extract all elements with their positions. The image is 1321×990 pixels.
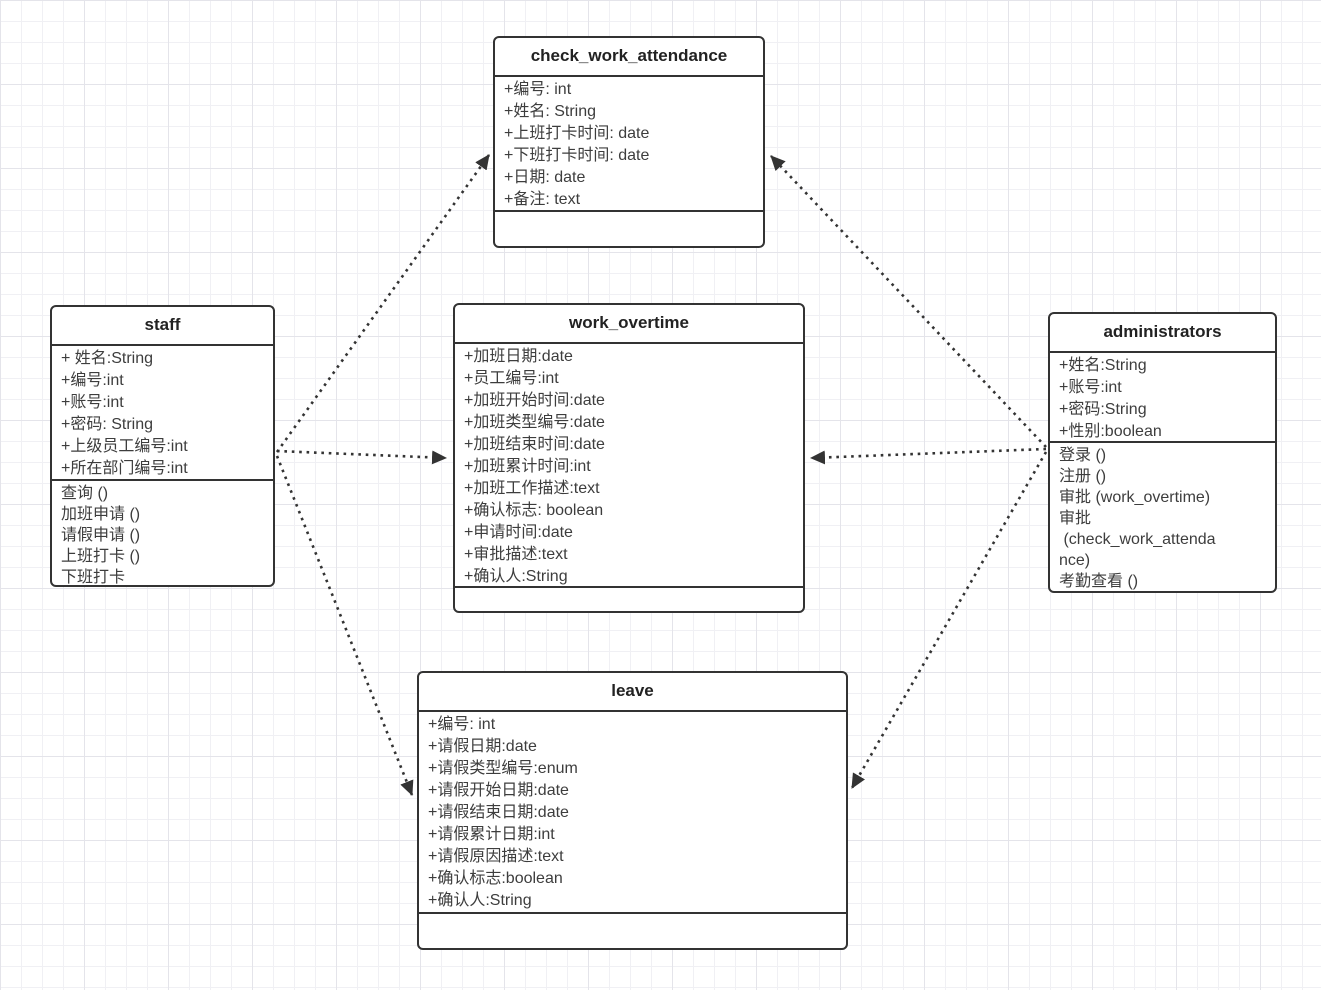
class-title: leave (419, 673, 846, 712)
method-compartment (455, 586, 803, 611)
attribute-row: +账号:int (1059, 379, 1122, 396)
attribute-row: +加班累计时间:int (464, 458, 591, 475)
attribute-row: +加班日期:date (464, 348, 573, 365)
attribute-row: +编号: int (428, 716, 496, 733)
attribute-row: +姓名:String (1059, 357, 1147, 374)
attribute-compartment: +编号: int +请假日期:date +请假类型编号:enum +请假开始日期:da… (419, 712, 846, 912)
attribute-row: +所在部门编号:int (61, 460, 188, 477)
attribute-row: +性别:boolean (1059, 423, 1162, 440)
class-title: check_work_attendance (495, 38, 763, 77)
method-compartment: 查询 () 加班申请 () 请假申请 () 上班打卡 () 下班打卡 (52, 479, 273, 585)
attribute-row: +请假类型编号:enum (428, 760, 578, 777)
attribute-row: +编号: int (504, 81, 572, 98)
method-row: 上班打卡 () (61, 548, 141, 565)
class-title: administrators (1050, 314, 1275, 353)
method-compartment (495, 210, 763, 246)
attribute-row: +编号:int (61, 372, 124, 389)
method-row: 查询 () (61, 485, 109, 502)
connector-staff-to-check_work_attendance[interactable] (275, 154, 491, 453)
attribute-row: +备注: text (504, 191, 581, 208)
attribute-row: +加班开始时间:date (464, 392, 605, 409)
attribute-row: +员工编号:int (464, 370, 559, 387)
connector-staff-to-work_overtime[interactable] (276, 449, 447, 465)
class-leave[interactable]: leave +编号: int +请假日期:date +请假类型编号:enum +请假开… (417, 671, 848, 950)
attribute-row: +上级员工编号:int (61, 438, 188, 455)
method-row: 注册 () (1059, 468, 1107, 485)
attribute-row: +上班打卡时间: date (504, 125, 650, 142)
attribute-row: +确认人:String (464, 568, 568, 585)
method-row: 审批 (work_overtime) (1059, 489, 1211, 506)
method-row: 登录 () (1059, 447, 1107, 464)
class-check-work-attendance[interactable]: check_work_attendance +编号: int +姓名: Strin… (493, 36, 765, 248)
attribute-row: +姓名: String (504, 103, 597, 120)
attribute-compartment: + 姓名:String +编号:int +账号:int +密码: String +上级员… (52, 346, 273, 479)
attribute-row: +审批描述:text (464, 546, 568, 563)
attribute-compartment: +姓名:String +账号:int +密码:String +性别:boolean (1050, 353, 1275, 441)
connector-administrators-to-leave[interactable] (850, 451, 1048, 789)
class-title: staff (52, 307, 273, 346)
connector-administrators-to-check_work_attendance[interactable] (770, 155, 1047, 448)
attribute-compartment: +加班日期:date +员工编号:int +加班开始时间:date +加班类型编号:d… (455, 344, 803, 586)
attribute-row: +申请时间:date (464, 524, 573, 541)
class-work-overtime[interactable]: work_overtime +加班日期:date +员工编号:int +加班开始时间… (453, 303, 805, 613)
attribute-row: +确认人:String (428, 892, 532, 909)
attribute-row: +加班结束时间:date (464, 436, 605, 453)
class-title: work_overtime (455, 305, 803, 344)
attribute-row: +日期: date (504, 169, 586, 186)
attribute-row: +密码:String (1059, 401, 1147, 418)
class-administrators[interactable]: administrators +姓名:String +账号:int +密码:Stri… (1048, 312, 1277, 593)
method-row: 加班申请 () (61, 506, 141, 523)
connector-staff-to-leave[interactable] (275, 455, 414, 796)
method-compartment: 登录 () 注册 () 审批 (work_overtime) 审批 (check_wo… (1050, 441, 1275, 591)
attribute-row: +密码: String (61, 416, 154, 433)
attribute-row: +请假累计日期:int (428, 826, 555, 843)
method-row: 下班打卡 (61, 569, 126, 585)
method-compartment (419, 912, 846, 948)
attribute-row: + 姓名:String (61, 350, 154, 367)
attribute-row: +确认标志: boolean (464, 502, 604, 519)
attribute-row: +账号:int (61, 394, 124, 411)
attribute-row: +请假日期:date (428, 738, 537, 755)
connector-administrators-to-work_overtime[interactable] (810, 447, 1047, 465)
attribute-row: +下班打卡时间: date (504, 147, 650, 164)
attribute-row: +确认标志:boolean (428, 870, 563, 887)
attribute-row: +加班工作描述:text (464, 480, 600, 497)
attribute-row: +请假开始日期:date (428, 782, 569, 799)
attribute-row: +加班类型编号:date (464, 414, 605, 431)
attribute-compartment: +编号: int +姓名: String +上班打卡时间: date +下班打卡时间:… (495, 77, 763, 210)
method-row: 审批 (check_work_attenda nce) (1059, 510, 1216, 569)
attribute-row: +请假结束日期:date (428, 804, 569, 821)
attribute-row: +请假原因描述:text (428, 848, 564, 865)
method-row: 考勤查看 () (1059, 573, 1139, 590)
class-staff[interactable]: staff + 姓名:String +编号:int +账号:int +密码: Stri… (50, 305, 275, 587)
method-row: 请假申请 () (61, 527, 141, 544)
